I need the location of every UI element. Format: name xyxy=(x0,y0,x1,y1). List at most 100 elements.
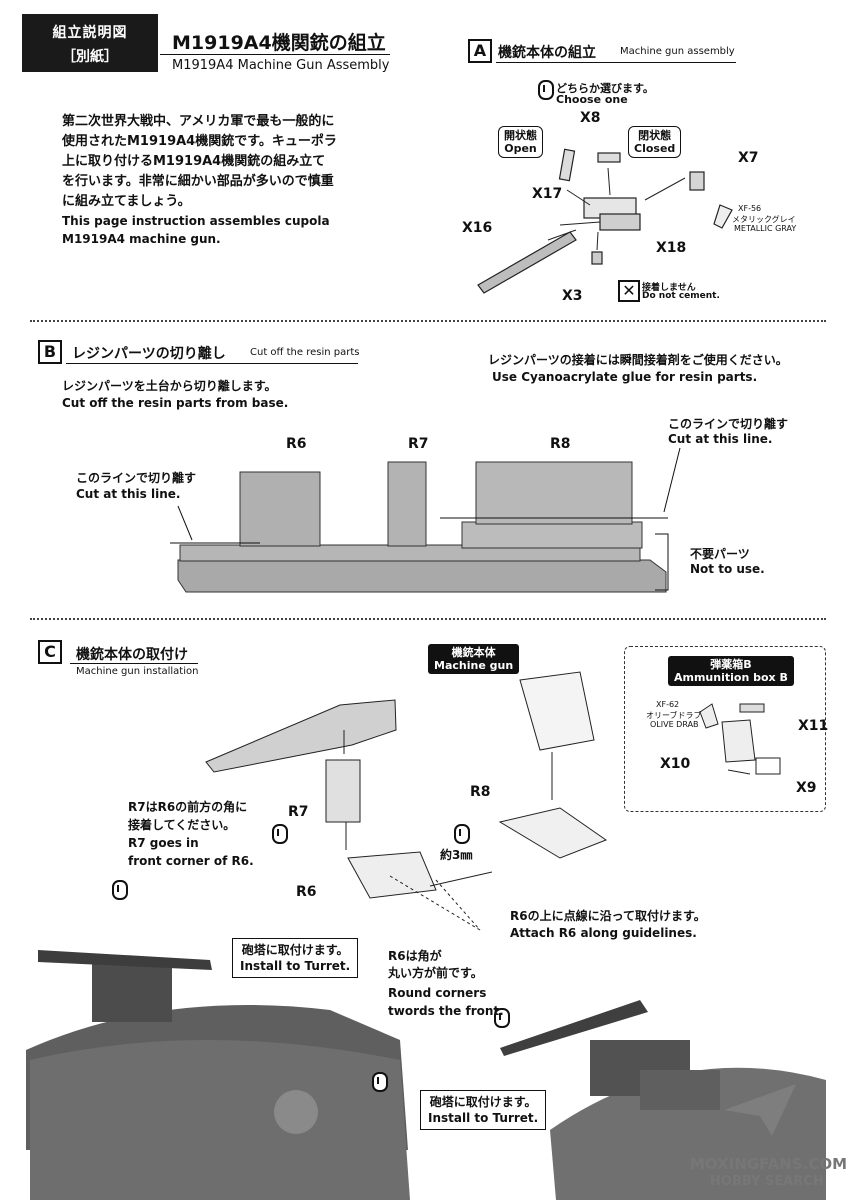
part-x11: X11 xyxy=(798,718,829,734)
section-a-rule xyxy=(496,62,736,63)
resin-icon-r8 xyxy=(454,824,470,844)
intro-jp-line: 第二次世界大戦中、アメリカ軍で最も一般的に xyxy=(62,114,335,129)
paint-jp-a: メタリックグレイ xyxy=(732,215,796,224)
watermark-line1: MOXINGFANS.COM xyxy=(690,1155,848,1173)
no-cement-en: Do not cement. xyxy=(642,291,720,301)
intro-jp-line: を行います。非常に細かい部品が多いので慎重 xyxy=(62,174,334,189)
no-cement-icon: ✕ xyxy=(618,280,640,302)
paint-en-a: METALLIC GRAY xyxy=(734,224,797,233)
paint-code-c: XF-62 xyxy=(656,700,680,709)
paint-jp-c: オリーブドラブ xyxy=(646,711,702,720)
ammo-jp: 弾薬箱B xyxy=(710,658,752,671)
label-r6: R6 xyxy=(296,884,317,900)
installation-drawing xyxy=(205,671,781,931)
intro-jp: 第二次世界大戦中、アメリカ軍で最も一般的に 使用されたM1919A4機関銃です。… xyxy=(62,112,337,212)
resin-runner-drawing xyxy=(170,447,681,593)
note-r7-jp-line: R7はR6の前方の角に xyxy=(128,800,248,814)
glue-instruction-en: Use Cyanoacrylate glue for resin parts. xyxy=(492,370,758,384)
not-use-jp: 不要パーツ xyxy=(690,547,750,561)
note-round-en: Round corners twords the front. xyxy=(388,984,504,1020)
part-x9: X9 xyxy=(796,780,817,796)
ammo-box-tag: 弾薬箱B Ammunition box B xyxy=(668,656,794,686)
section-b-rule xyxy=(66,363,358,364)
ammo-box-panel xyxy=(624,646,826,812)
note-r7-en-line: R7 goes in xyxy=(128,836,199,850)
page-title-en: M1919A4 Machine Gun Assembly xyxy=(172,58,390,73)
tag-line1: 組立説明図 xyxy=(52,25,128,41)
paper-plane-icon xyxy=(724,1084,796,1136)
approx-3mm: 約3㎜ xyxy=(440,848,473,862)
resin-r6-label: R6 xyxy=(286,436,307,452)
no-cement-jp: 接着しません xyxy=(642,283,696,293)
closed-option-label: 閉状態 Closed xyxy=(628,126,682,158)
install-left-en: Install to Turret. xyxy=(240,959,351,973)
title-divider xyxy=(160,54,390,55)
note-round-jp-line: R6は角が xyxy=(388,949,442,963)
cut-line-left-en: Cut at this line. xyxy=(76,487,181,501)
resin-r8-label: R8 xyxy=(550,436,571,452)
machine-gun-tag: 機銃本体 Machine gun xyxy=(428,644,520,674)
note-round-jp: R6は角が 丸い方が前です。 xyxy=(388,948,483,982)
section-b-letter: B xyxy=(38,340,62,364)
part-x18: X18 xyxy=(656,240,687,256)
note-round-icon xyxy=(372,1072,388,1092)
intro-en: This page instruction assembles cupola M… xyxy=(62,212,330,248)
open-option-label: 開状態 Open xyxy=(498,126,543,158)
turret-photo-left xyxy=(26,950,410,1200)
install-turret-right: 砲塔に取付けます。 Install to Turret. xyxy=(420,1090,547,1130)
note-round-jp-line: 丸い方が前です。 xyxy=(388,966,483,980)
note-r6-jp: R6の上に点線に沿って取付けます。 xyxy=(510,909,706,923)
note-r6-en: Attach R6 along guidelines. xyxy=(510,926,697,940)
section-c-letter: C xyxy=(38,640,62,664)
section-c-title-en: Machine gun installation xyxy=(76,666,199,677)
cut-instruction-en: Cut off the resin parts from base. xyxy=(62,396,289,410)
part-x10: X10 xyxy=(660,756,691,772)
note-r7-jp: R7はR6の前方の角に 接着してください。 xyxy=(128,798,247,834)
label-r8: R8 xyxy=(470,784,491,800)
paper-plane-logo xyxy=(720,1080,800,1140)
part-x16: X16 xyxy=(462,220,493,236)
note-r6-icon xyxy=(494,1008,510,1028)
gun-assembly-drawing xyxy=(477,148,733,294)
install-left-jp: 砲塔に取付けます。 xyxy=(241,943,349,957)
cut-line-right-jp: このラインで切り離す xyxy=(668,417,789,431)
install-right-jp: 砲塔に取付けます。 xyxy=(429,1095,537,1109)
section-a-letter: A xyxy=(468,39,492,63)
intro-jp-line: に組み立てましょう。 xyxy=(62,194,191,209)
choose-jp: どちらか選びます。 xyxy=(556,82,654,95)
closed-jp: 閉状態 xyxy=(638,129,672,142)
part-x7: X7 xyxy=(738,150,759,166)
resin-icon-r7 xyxy=(272,824,288,844)
resin-r7-label: R7 xyxy=(408,436,429,452)
open-jp: 開状態 xyxy=(504,129,537,142)
note-round-en-line: twords the front. xyxy=(388,1004,504,1018)
note-round-en-line: Round corners xyxy=(388,986,487,1000)
cut-line-right-en: Cut at this line. xyxy=(668,432,773,446)
note-r7-jp-line: 接着してください。 xyxy=(128,818,236,832)
section-b-title-jp: レジンパーツの切り離し xyxy=(72,346,226,362)
note-r7-icon xyxy=(112,880,128,900)
note-r7-en-line: front corner of R6. xyxy=(128,854,254,868)
install-right-en: Install to Turret. xyxy=(428,1111,539,1125)
section-b-title-en: Cut off the resin parts xyxy=(250,347,360,358)
part-x17: X17 xyxy=(532,186,563,202)
note-r7-en: R7 goes in front corner of R6. xyxy=(128,834,254,870)
section-c-title-jp: 機銃本体の取付け xyxy=(76,647,188,663)
part-x8: X8 xyxy=(580,110,601,126)
intro-en-line: This page instruction assembles cupola xyxy=(62,214,330,228)
intro-jp-line: 上に取り付けるM1919A4機関銃の組み立て xyxy=(62,154,326,169)
instruction-tag: 組立説明図 ［別紙］ xyxy=(22,14,158,72)
cut-line-left-jp: このラインで切り離す xyxy=(76,471,197,485)
choose-icon xyxy=(538,80,554,100)
open-en: Open xyxy=(504,142,537,155)
ammo-en: Ammunition box B xyxy=(674,671,788,684)
divider-ab xyxy=(30,320,826,322)
part-x3: X3 xyxy=(562,288,583,304)
machine-gun-jp: 機銃本体 xyxy=(451,646,496,659)
choose-en: Choose one xyxy=(556,93,628,106)
tag-line2: ［別紙］ xyxy=(62,49,118,65)
paint-code-a: XF-56 xyxy=(738,204,762,213)
section-a-title-jp: 機銃本体の組立 xyxy=(498,45,596,61)
not-use-en: Not to use. xyxy=(690,562,765,576)
